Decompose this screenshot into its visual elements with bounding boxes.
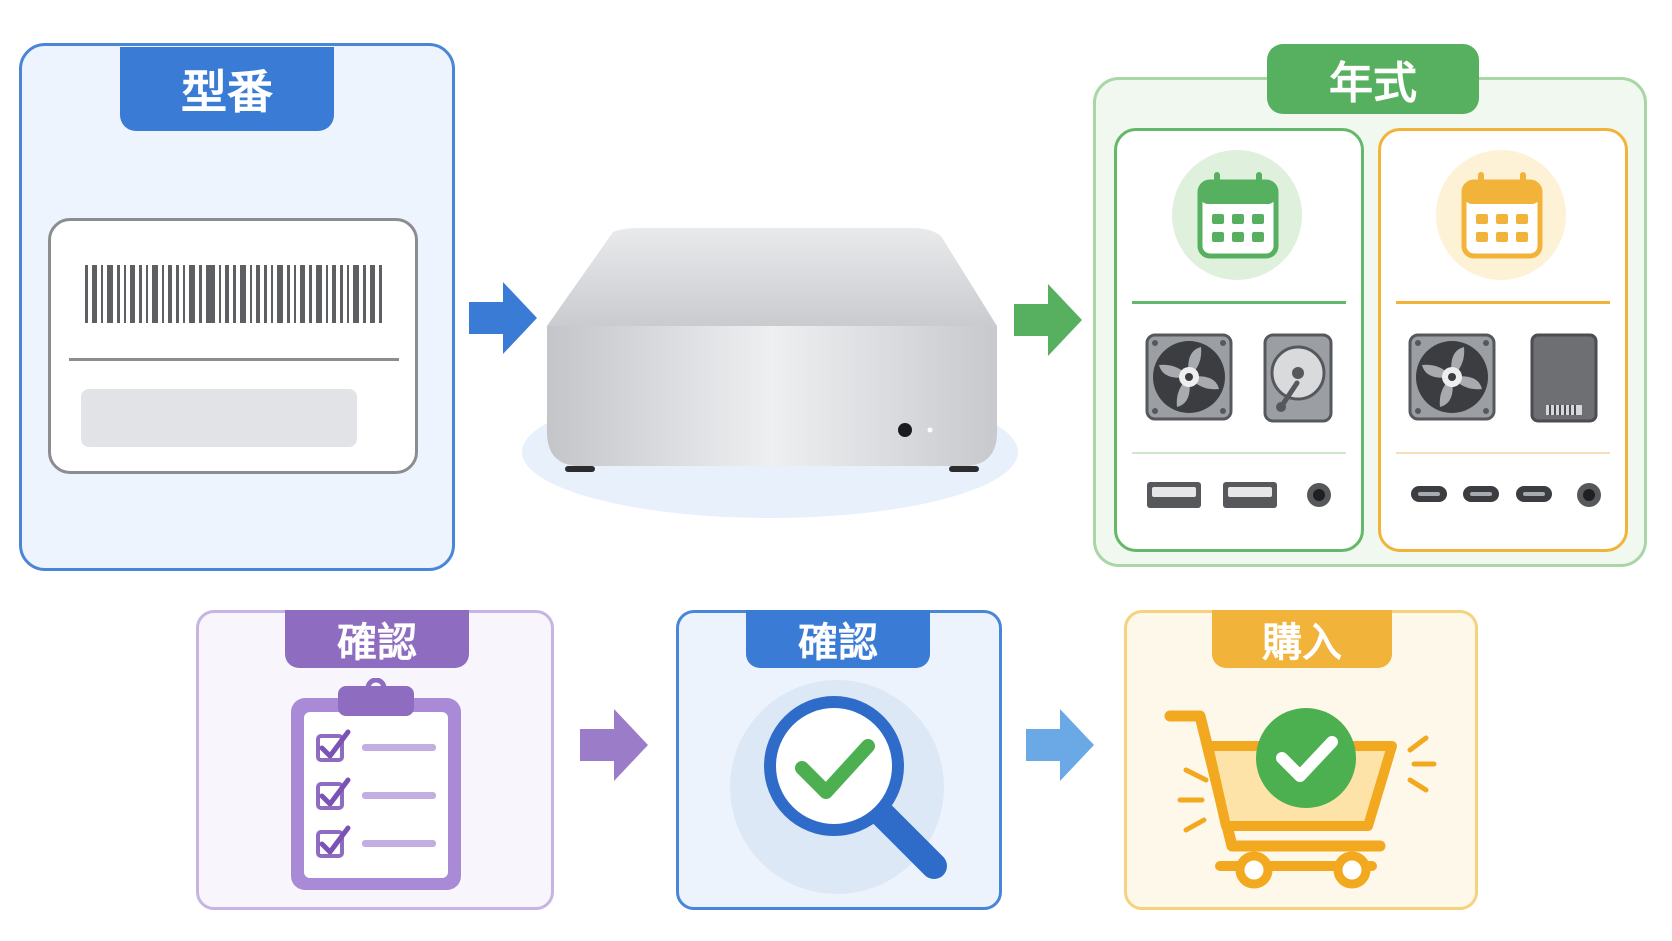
clipboard-checklist-icon — [291, 678, 461, 890]
shopping-cart-check-icon — [1164, 708, 1437, 889]
ssd-icon — [1530, 333, 1598, 423]
year-tab: 年式 — [1267, 44, 1479, 114]
model-number-label: 型番 — [181, 65, 273, 119]
purchase-label: 購入 — [1262, 620, 1342, 666]
usb-c-port-icon — [1411, 486, 1447, 502]
search-verify-tab: 確認 — [746, 610, 930, 668]
divider — [1132, 301, 1346, 304]
fan-icon — [1145, 333, 1233, 421]
calendar-icon — [1197, 172, 1279, 259]
hard-drive-icon — [1263, 333, 1333, 423]
usb-a-port-icon — [1147, 482, 1201, 508]
arrow-right-icon — [580, 709, 648, 781]
checklist-tab: 確認 — [285, 610, 469, 668]
purchase-tab: 購入 — [1212, 610, 1392, 668]
divider — [1132, 452, 1346, 454]
usb-c-port-icon — [1516, 486, 1552, 502]
search-verify-label: 確認 — [798, 620, 878, 666]
usb-a-port-icon — [1223, 482, 1277, 508]
divider — [1396, 452, 1610, 454]
usb-c-port-icon — [1463, 486, 1499, 502]
arrow-right-icon — [1014, 284, 1082, 356]
barcode-icon — [85, 265, 382, 323]
model-number-tab: 型番 — [120, 47, 334, 131]
label-divider — [69, 358, 399, 361]
label-text-placeholder — [81, 389, 357, 447]
divider — [1396, 301, 1610, 304]
calendar-icon — [1461, 172, 1543, 259]
arrow-right-icon — [469, 282, 537, 354]
year-label: 年式 — [1329, 58, 1417, 109]
fan-icon — [1408, 333, 1496, 421]
checklist-label: 確認 — [337, 620, 417, 666]
mini-pc-device-image — [522, 228, 1018, 518]
arrow-right-icon — [1026, 709, 1094, 781]
audio-jack-icon — [1577, 483, 1601, 507]
magnifier-check-icon — [764, 696, 947, 879]
audio-jack-icon — [1307, 483, 1331, 507]
barcode-label-card — [48, 218, 418, 474]
